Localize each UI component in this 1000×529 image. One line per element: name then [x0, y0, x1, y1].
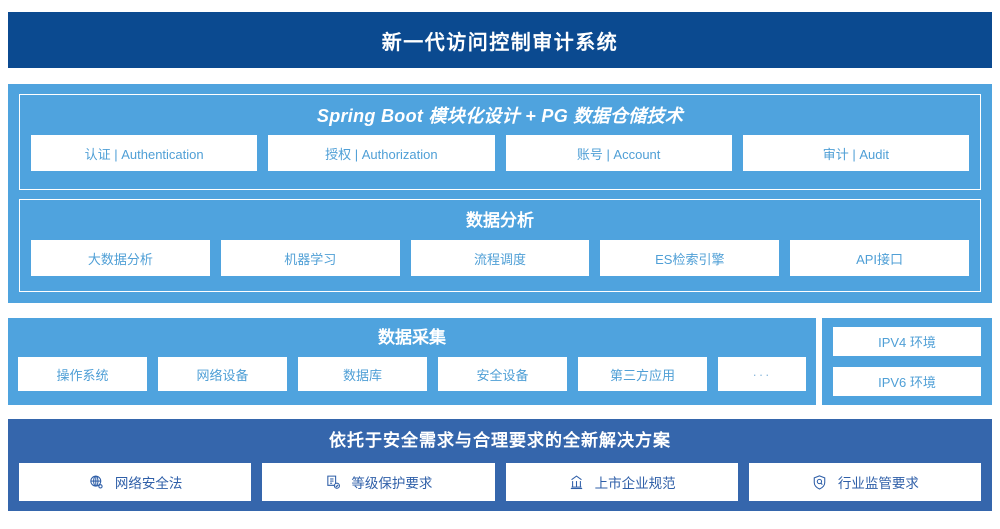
data-analysis-group: 数据分析 大数据分析 机器学习 流程调度 ES检索引擎 API接口 — [19, 199, 981, 292]
spring-boot-group: Spring Boot 模块化设计 + PG 数据仓储技术 认证 | Authe… — [19, 94, 981, 190]
card-classified-protection[interactable]: 等级保护要求 — [262, 463, 495, 501]
solution-panel: 依托于安全需求与合理要求的全新解决方案 网络安全法 — [8, 419, 992, 511]
card-process-scheduling[interactable]: 流程调度 — [410, 240, 590, 276]
card-audit[interactable]: 审计 | Audit — [742, 135, 969, 171]
solution-title: 依托于安全需求与合理要求的全新解决方案 — [329, 431, 671, 450]
spring-boot-group-title: Spring Boot 模块化设计 + PG 数据仓储技术 — [316, 106, 684, 126]
card-label: 上市企业规范 — [594, 476, 676, 491]
card-account[interactable]: 账号 | Account — [505, 135, 732, 171]
card-operating-system[interactable]: 操作系统 — [18, 357, 147, 391]
card-authorization[interactable]: 授权 | Authorization — [268, 135, 495, 171]
card-api-interface[interactable]: API接口 — [790, 240, 969, 276]
card-label: 行业监管要求 — [837, 476, 919, 491]
card-database[interactable]: 数据库 — [298, 357, 427, 391]
card-more-ellipsis[interactable]: ··· — [718, 357, 806, 391]
data-collection-title: 数据采集 — [378, 328, 446, 347]
card-ipv4-environment[interactable]: IPV4 环境 — [833, 327, 981, 356]
card-cybersecurity-law[interactable]: 网络安全法 — [19, 463, 252, 501]
data-analysis-group-title: 数据分析 — [466, 211, 534, 230]
bank-building-icon — [568, 473, 586, 491]
card-listed-company-standard[interactable]: 上市企业规范 — [505, 463, 738, 501]
data-collection-panel: 数据采集 操作系统 网络设备 数据库 安全设备 第三方应用 ··· — [8, 318, 816, 405]
card-label: 网络安全法 — [114, 476, 183, 491]
card-es-search-engine[interactable]: ES检索引擎 — [600, 240, 780, 276]
card-third-party-app[interactable]: 第三方应用 — [578, 357, 707, 391]
spring-boot-card-row: 认证 | Authentication 授权 | Authorization 账… — [31, 135, 969, 171]
globe-network-icon — [88, 473, 106, 491]
header-bar: 新一代访问控制审计系统 — [8, 12, 992, 68]
shield-search-icon — [811, 473, 829, 491]
page-title: 新一代访问控制审计系统 — [381, 31, 619, 54]
document-check-icon — [324, 473, 342, 491]
ip-environment-panel: IPV4 环境 IPV6 环境 — [822, 318, 992, 405]
card-security-device[interactable]: 安全设备 — [438, 357, 567, 391]
card-machine-learning[interactable]: 机器学习 — [220, 240, 400, 276]
data-collection-card-row: 操作系统 网络设备 数据库 安全设备 第三方应用 ··· — [18, 357, 806, 391]
card-industry-regulation[interactable]: 行业监管要求 — [748, 463, 981, 501]
solution-card-row: 网络安全法 等级保护要求 — [19, 463, 981, 501]
card-label: 等级保护要求 — [351, 476, 433, 491]
card-big-data-analysis[interactable]: 大数据分析 — [31, 240, 210, 276]
architecture-panel: Spring Boot 模块化设计 + PG 数据仓储技术 认证 | Authe… — [8, 84, 992, 303]
card-network-device[interactable]: 网络设备 — [158, 357, 287, 391]
card-ipv6-environment[interactable]: IPV6 环境 — [833, 367, 981, 396]
card-authentication[interactable]: 认证 | Authentication — [31, 135, 258, 171]
data-analysis-card-row: 大数据分析 机器学习 流程调度 ES检索引擎 API接口 — [31, 240, 969, 276]
